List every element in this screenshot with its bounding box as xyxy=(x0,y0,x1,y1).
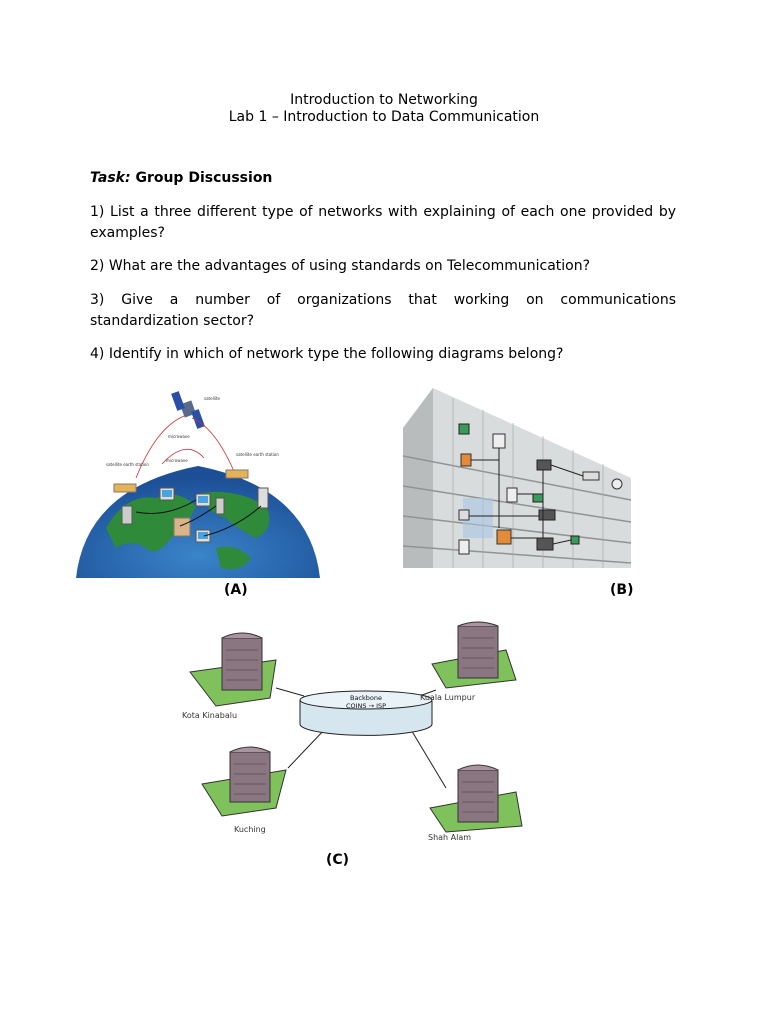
fig-a-label-earth-station-1: satellite earth station xyxy=(106,462,149,467)
backbone-label-1: Backbone xyxy=(350,694,382,702)
site-label-kuala-lumpur: Kuala Lumpur xyxy=(420,693,476,702)
page-title: Introduction to Networking xyxy=(290,92,478,108)
task-label: Task: xyxy=(90,170,131,186)
site-kuala-lumpur-icon xyxy=(431,621,517,689)
fig-a-label-microwave-2: microwave xyxy=(166,458,188,463)
question-1: 1) List a three different type of networ… xyxy=(90,204,676,241)
site-kota-kinabalu-icon xyxy=(189,632,277,707)
task-text: Group Discussion xyxy=(135,170,273,186)
fig-a-label-microwave-1: microwave xyxy=(168,434,190,439)
backbone-label-2: COINS → ISP xyxy=(346,702,386,710)
figure-c-image: Backbone COINS → ISP Kota Kinabalu Kuala… xyxy=(182,621,523,842)
figure-a-image: satellite microwave microwave satellite … xyxy=(76,391,320,578)
figure-c-caption: (C) xyxy=(326,852,350,868)
page-subtitle: Lab 1 – Introduction to Data Communicati… xyxy=(228,109,540,125)
task-heading: Task: Group Discussion xyxy=(90,170,272,186)
question-2: 2) What are the advantages of using stan… xyxy=(90,258,591,274)
figure-b-image xyxy=(403,388,631,568)
backbone-cylinder xyxy=(299,690,433,736)
fig-a-label-earth-station-2: satellite earth station xyxy=(236,452,279,457)
question-4: 4) Identify in which of network type the… xyxy=(90,346,564,362)
question-3: 3) Give a number of organizations that w… xyxy=(90,292,676,329)
figure-a-caption: (A) xyxy=(224,582,248,598)
fig-a-label-satellite: satellite xyxy=(204,396,220,401)
site-shah-alam-icon xyxy=(429,764,523,833)
site-kuching-icon xyxy=(201,746,287,817)
site-label-shah-alam: Shah Alam xyxy=(428,833,471,842)
site-label-kuching: Kuching xyxy=(234,825,266,834)
site-label-kota-kinabalu: Kota Kinabalu xyxy=(182,711,237,720)
figure-b-caption: (B) xyxy=(610,582,634,598)
satellite-icon xyxy=(171,391,205,429)
